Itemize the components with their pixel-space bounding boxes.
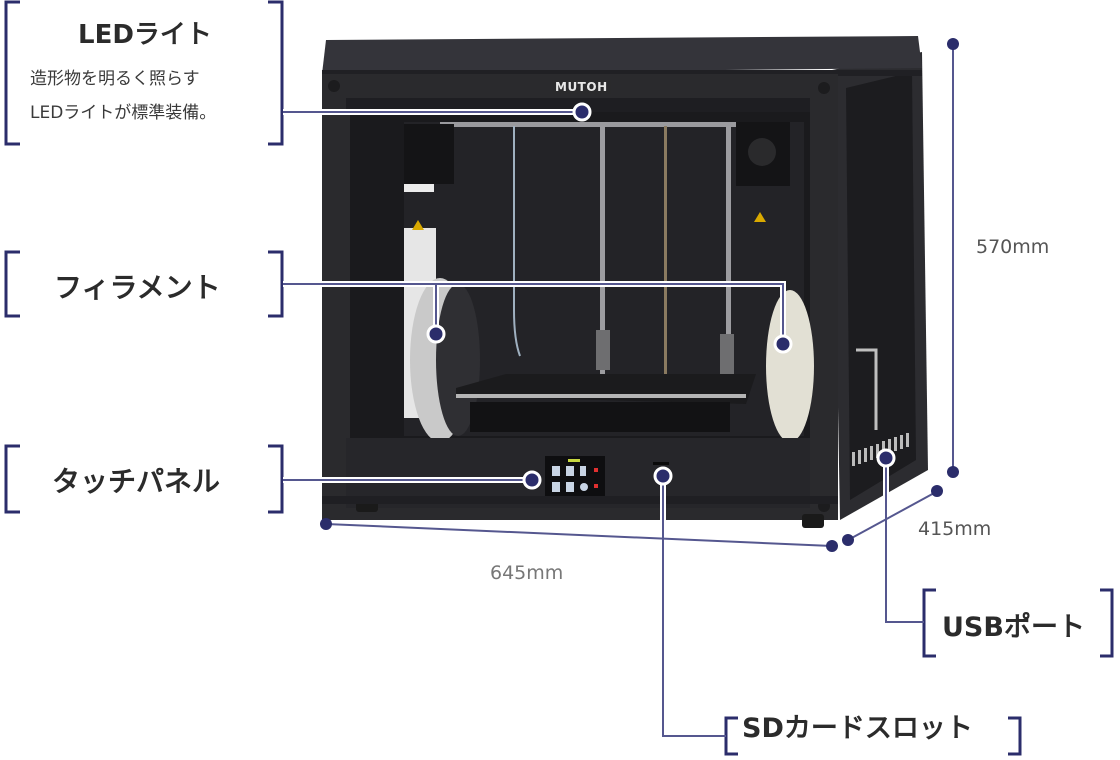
callout-touch-panel: タッチパネル	[52, 465, 221, 498]
led-desc-line1: 造形物を明るく照らす	[30, 69, 200, 89]
callout-filament: フィラメント	[54, 271, 221, 304]
sd-slot-opening	[653, 462, 669, 465]
touch-screen	[545, 456, 605, 502]
callout-usb-port: USBポート	[942, 612, 1085, 643]
callout-sd-slot: SDカードスロット	[742, 713, 973, 744]
filament-spool-right	[766, 290, 814, 442]
dimension-depth: 415mm	[918, 518, 992, 540]
led-desc-line2: LEDライトが標準装備。	[30, 103, 217, 123]
dimension-width: 645mm	[490, 562, 564, 584]
led-title: LEDライト	[78, 20, 212, 50]
dimension-height: 570mm	[976, 236, 1050, 258]
brand-logo: MUTOH	[552, 80, 611, 94]
printer-lid	[322, 36, 922, 74]
